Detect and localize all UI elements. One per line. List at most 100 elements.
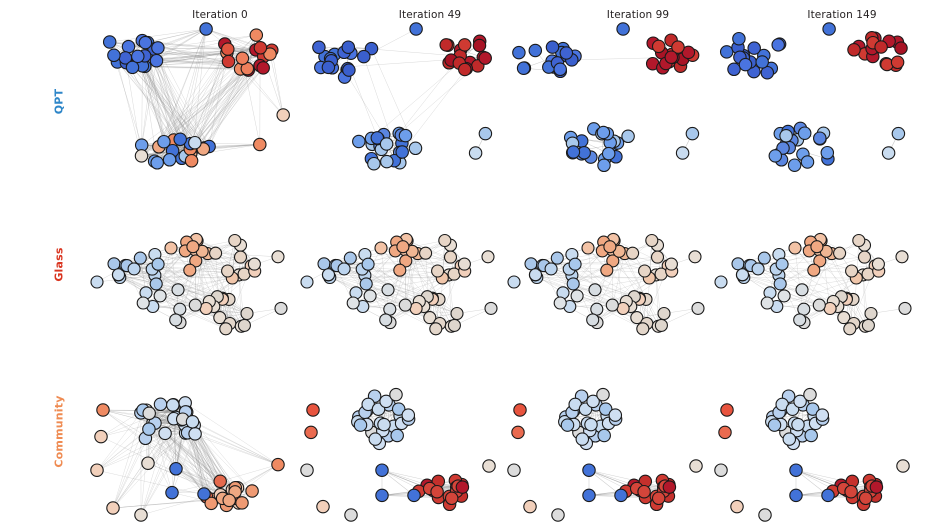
graph-edge (577, 295, 643, 329)
panel-qpt-iteration-49 (305, 22, 500, 177)
graph-node (760, 65, 775, 80)
graph-edge (594, 240, 652, 290)
graph-edge (112, 499, 213, 509)
graph-node (484, 301, 498, 315)
graph-edge (208, 52, 228, 147)
graph-node (149, 53, 164, 68)
graph-node (837, 311, 851, 325)
graph-edge (196, 52, 228, 148)
graph-node (738, 57, 753, 72)
graph-node (730, 499, 744, 514)
panel-community-iteration-99 (505, 382, 705, 522)
graph-edge (185, 432, 223, 499)
graph-edge (164, 433, 235, 499)
graph-node (657, 306, 671, 321)
graph-node (478, 126, 493, 141)
graph-edge (185, 402, 279, 465)
graph-edge (535, 274, 650, 279)
graph-edge (571, 275, 640, 299)
graph-node (861, 318, 875, 332)
graph-node (138, 35, 153, 50)
graph-node (102, 35, 117, 49)
graph-edge (144, 66, 175, 141)
graph-node (380, 154, 394, 169)
graph-node (90, 275, 104, 289)
graph-edge (335, 265, 443, 279)
graph-node (450, 306, 464, 321)
graph-edge (142, 40, 271, 55)
graph-edge (118, 274, 218, 297)
graph-edge (175, 468, 238, 489)
graph-edge (164, 433, 205, 495)
graph-edge (536, 277, 650, 279)
graph-edge (244, 308, 282, 326)
graph-node (157, 134, 171, 149)
column-title-iteration-99: Iteration 99 (606, 9, 670, 21)
graph-node (528, 43, 543, 58)
graph-edge (145, 438, 173, 493)
graph-node (671, 40, 685, 54)
panel-glass-iteration-149 (712, 222, 912, 342)
graph-edge (152, 422, 173, 493)
graph-edge (102, 409, 221, 495)
graph-node (793, 313, 807, 327)
graph-node (189, 254, 203, 268)
graph-node (843, 322, 857, 336)
graph-node (379, 313, 393, 327)
graph-edge (142, 65, 205, 149)
graph-node (782, 432, 797, 446)
graph-node (813, 131, 827, 145)
graph-edge (163, 58, 243, 142)
graph-edge (147, 42, 256, 51)
graph-node (164, 241, 178, 255)
graph-node (523, 499, 537, 514)
graph-node (586, 394, 600, 409)
graph-node (341, 40, 356, 54)
graph-node (444, 491, 459, 506)
panel-glass-iteration-99 (505, 222, 705, 342)
graph-node (755, 55, 769, 69)
graph-node (249, 28, 264, 42)
graph-node (398, 298, 412, 312)
graph-edge (175, 468, 236, 493)
graph-node (136, 296, 150, 310)
graph-node (544, 262, 558, 276)
graph-node (637, 484, 651, 499)
graph-node (337, 262, 351, 276)
graph-node (662, 480, 677, 494)
graph-edge (137, 56, 210, 147)
graph-node (768, 149, 783, 163)
graph-edge (612, 253, 625, 306)
graph-edge (543, 265, 643, 329)
graph-edge (596, 253, 625, 310)
graph-node (789, 463, 803, 477)
graph-node (96, 403, 110, 417)
graph-node (800, 155, 815, 169)
graph-edge (142, 65, 165, 142)
graph-node (142, 422, 156, 436)
graph-node (396, 240, 410, 254)
graph-node (370, 131, 385, 145)
graph-node (121, 39, 136, 54)
graph-node (359, 277, 373, 291)
graph-node (559, 46, 574, 60)
graph-node (507, 463, 521, 477)
graph-node (300, 463, 314, 477)
graph-node (621, 129, 635, 144)
graph-node (253, 137, 267, 152)
graph-node (681, 45, 696, 60)
graph-node (235, 496, 249, 510)
graph-node (898, 301, 912, 315)
graph-edge (363, 56, 401, 163)
graph-node (688, 250, 702, 264)
graph-node (550, 251, 564, 265)
graph-node (312, 40, 326, 55)
graph-edge (156, 256, 241, 285)
graph-node (795, 283, 809, 297)
graph-node (317, 257, 331, 271)
graph-edge (154, 275, 223, 299)
graph-node (651, 491, 666, 506)
graph-edge (140, 404, 174, 516)
graph-node (393, 263, 407, 277)
graph-node (481, 250, 495, 264)
